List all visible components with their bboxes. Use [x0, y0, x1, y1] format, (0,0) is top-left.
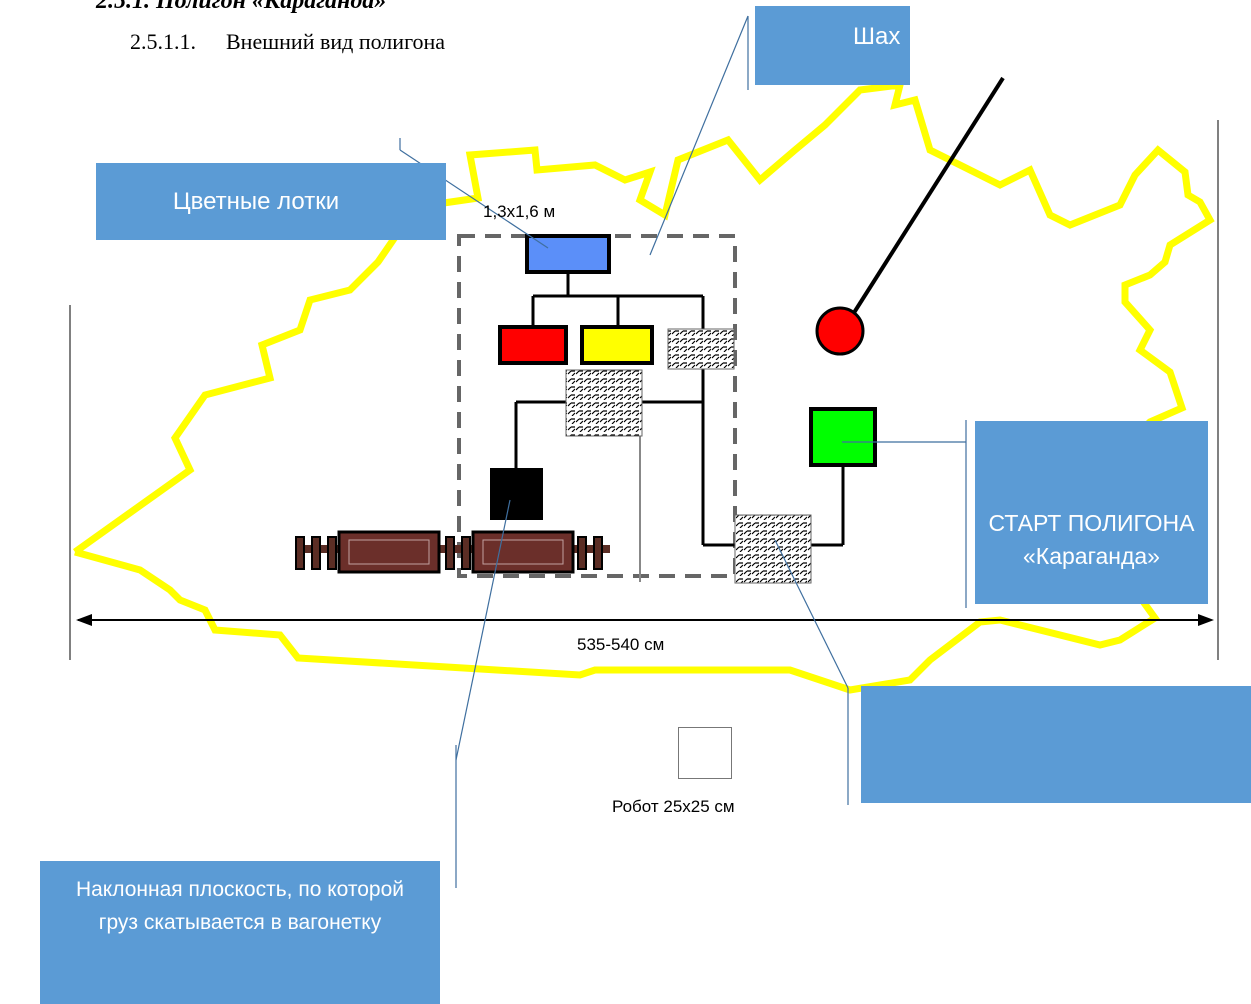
shaft-callout: Шах	[755, 6, 910, 85]
hatched-junction	[734, 514, 812, 584]
hatched-tray	[667, 328, 735, 370]
region-border	[72, 80, 1215, 694]
red-tray	[498, 325, 568, 365]
colored-trays-callout: Цветные лотки	[96, 163, 446, 240]
track-lines	[514, 272, 845, 547]
shaft-line	[841, 76, 1005, 332]
yellow-tray	[580, 325, 654, 365]
blue-tray	[525, 234, 611, 274]
section-heading: 2.5.1. Полигон «Караганда»	[96, 0, 387, 14]
robot-label: Робот 25x25 см	[612, 797, 735, 816]
subsection-heading: 2.5.1.1. Внешний вид полигона	[130, 29, 445, 55]
shaft-marker	[815, 306, 865, 356]
wagon-left	[337, 530, 441, 574]
robot-square	[678, 727, 732, 779]
junction-callout	[861, 686, 1251, 803]
start-callout: СТАРТ ПОЛИГОНА «Караганда»	[975, 421, 1208, 604]
incline-callout: Наклонная плоскость, по которой груз ска…	[40, 861, 440, 1004]
start-square	[809, 407, 877, 467]
field-size-label: 1,3x1,6 м	[483, 202, 556, 221]
subsection-title: Внешний вид полигона	[226, 29, 446, 54]
railway-wagons	[295, 530, 610, 574]
width-label: 535-540 см	[577, 635, 665, 654]
subsection-number: 2.5.1.1.	[130, 29, 196, 54]
wagon-right	[471, 530, 575, 574]
width-dimension-arrow	[76, 614, 1214, 626]
hatched-incline-block	[565, 369, 643, 437]
black-cargo-block	[490, 468, 543, 520]
